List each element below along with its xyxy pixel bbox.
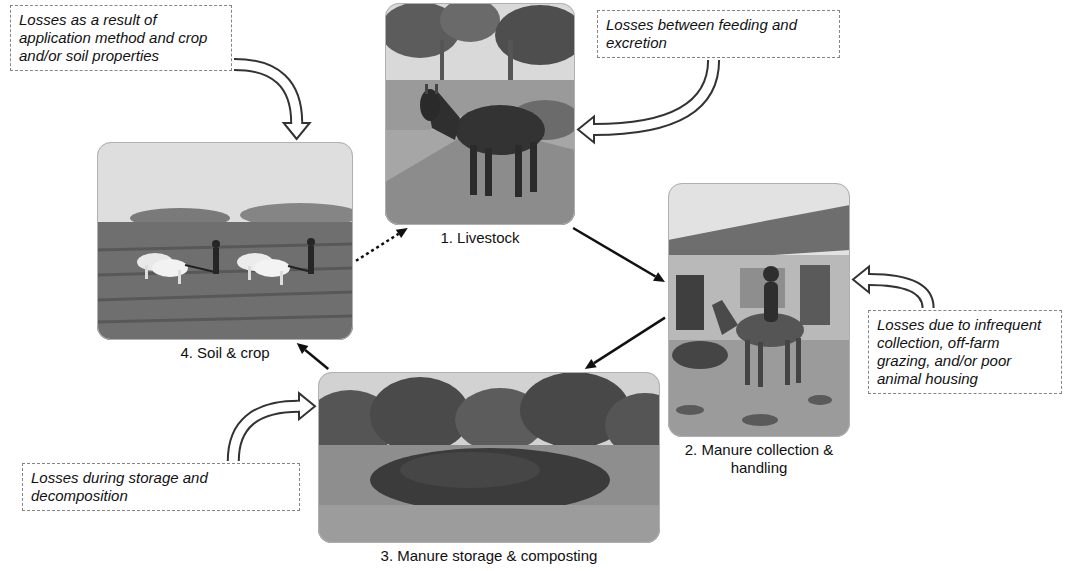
loss-arrow [234,64,310,139]
loss-callout: Losses between feeding and excretion [597,10,840,58]
arrow-outline [234,64,297,123]
loss-note: Losses due to infrequent collection, off… [877,316,1053,388]
loss-note: Losses as a result of application method… [19,11,223,65]
arrow-fill [234,64,297,123]
arrow-line [356,234,399,261]
arrow-outline [594,60,714,130]
arrow-head [396,228,408,238]
flow-arrow [573,228,665,282]
loss-arrow [853,267,928,309]
arrow-head [585,359,597,369]
photo-panel: 3. Manure storage & composting [318,372,660,543]
arrow-line [594,318,665,364]
flow-arrow [297,343,329,369]
manure-storage-photo [318,372,660,543]
stage-caption: 1. Livestock [386,229,574,247]
soil-crop-photo [97,142,353,340]
arrow-outline [233,406,299,461]
loss-note: Losses between feeding and excretion [606,16,831,52]
stage-caption: 4. Soil & crop [98,344,352,362]
stage-caption: 2. Manure collection & handling [669,441,849,477]
arrow-fill [594,60,714,130]
arrow-joint [866,275,871,284]
arrow-head [297,343,309,354]
loss-callout: Losses during storage and decomposition [22,463,300,511]
photo-panel: 2. Manure collection & handling [668,183,850,437]
photo-panel: 1. Livestock [385,3,575,225]
livestock-photo [385,3,575,225]
stage-caption: 3. Manure storage & composting [319,547,659,565]
arrow-fill [869,280,928,309]
arrow-outline [869,280,928,309]
flow-arrow [356,228,408,261]
arrow-line [573,228,655,277]
loss-callout: Losses as a result of application method… [10,5,232,71]
arrow-joint [292,121,301,126]
photo-panel: 4. Soil & crop [97,142,353,340]
arrow-joint [591,125,596,134]
arrow-joint [297,402,302,411]
flow-arrow [585,318,665,369]
loss-note: Losses during storage and decomposition [31,469,291,505]
arrow-head [653,272,665,282]
arrow-line [305,350,328,369]
loss-callout: Losses due to infrequent collection, off… [868,310,1062,394]
loss-arrow [233,393,315,461]
loss-arrow [578,60,714,143]
arrow-fill [233,406,299,461]
manure-collection-photo [668,183,850,437]
